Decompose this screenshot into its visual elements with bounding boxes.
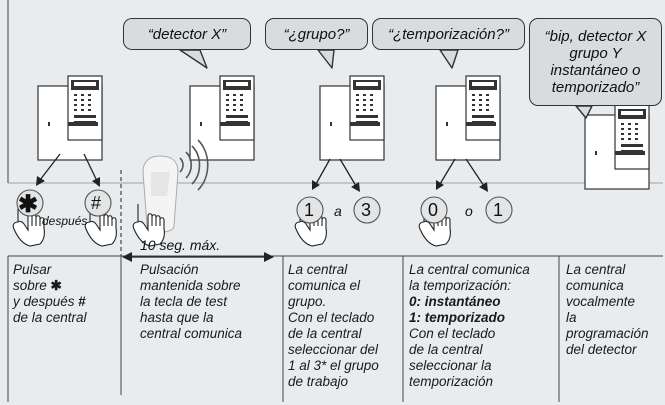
caption-col2: Pulsación mantenida sobre la tecla de te… xyxy=(140,262,243,341)
caption-col1-line2: sobre xyxy=(13,278,51,293)
bubble-temporizacion: “¿temporización?” xyxy=(372,18,525,50)
star-symbol: ✱ xyxy=(50,278,62,293)
key-1b-label: 1 xyxy=(493,200,504,220)
central-unit-2 xyxy=(189,75,255,161)
caption-col3: La central comunica el grupo. Con el tec… xyxy=(288,262,379,389)
bubble-grupo: “¿grupo?” xyxy=(265,18,368,50)
bubble-final-line-4: temporizado” xyxy=(551,79,640,96)
key-hash-label: # xyxy=(91,193,102,213)
caption-col4: La central comunica la temporización: 0:… xyxy=(409,262,557,390)
signal-waves-icon xyxy=(179,139,209,191)
bubble-detector: “detector X” xyxy=(123,18,251,50)
caption-col1-line3: y después xyxy=(13,294,79,309)
key-0-label: 0 xyxy=(428,200,439,220)
caption-col1: Pulsar sobre ✱ y después # de la central xyxy=(13,262,118,326)
bubble-final: “bip, detector X grupo Y instantáneo o t… xyxy=(529,18,662,106)
caption-col5: La central comunica vocalmente la progra… xyxy=(566,262,649,357)
duration-label: 10 seg. máx. xyxy=(140,237,221,253)
bubble-final-line-2: grupo Y xyxy=(569,45,622,62)
caption-col4-intro: La central comunica la temporización: xyxy=(409,262,530,293)
central-unit-5 xyxy=(584,104,650,190)
caption-col1-line4: de la central xyxy=(13,310,87,325)
central-unit-3 xyxy=(319,75,385,161)
bubble-final-line-1: “bip, detector X xyxy=(544,28,647,45)
connector-o: o xyxy=(465,203,473,219)
key-1-label: 1 xyxy=(304,200,315,220)
caption-col1-line1: Pulsar xyxy=(13,262,52,277)
central-unit-1 xyxy=(37,75,103,161)
key-star-label: ✱ xyxy=(18,191,39,218)
despues-label: después xyxy=(42,214,88,228)
hash-symbol: # xyxy=(78,294,86,309)
bubble-final-line-3: instantáneo o xyxy=(550,62,641,79)
option-instantaneo: 0: instantáneo xyxy=(409,294,501,309)
key-3-label: 3 xyxy=(361,200,372,220)
connector-a: a xyxy=(334,203,342,219)
caption-col4-instructions: Con el teclado de la central seleccionar… xyxy=(409,326,496,389)
central-unit-4 xyxy=(435,75,501,161)
option-temporizado: 1: temporizado xyxy=(409,310,506,325)
